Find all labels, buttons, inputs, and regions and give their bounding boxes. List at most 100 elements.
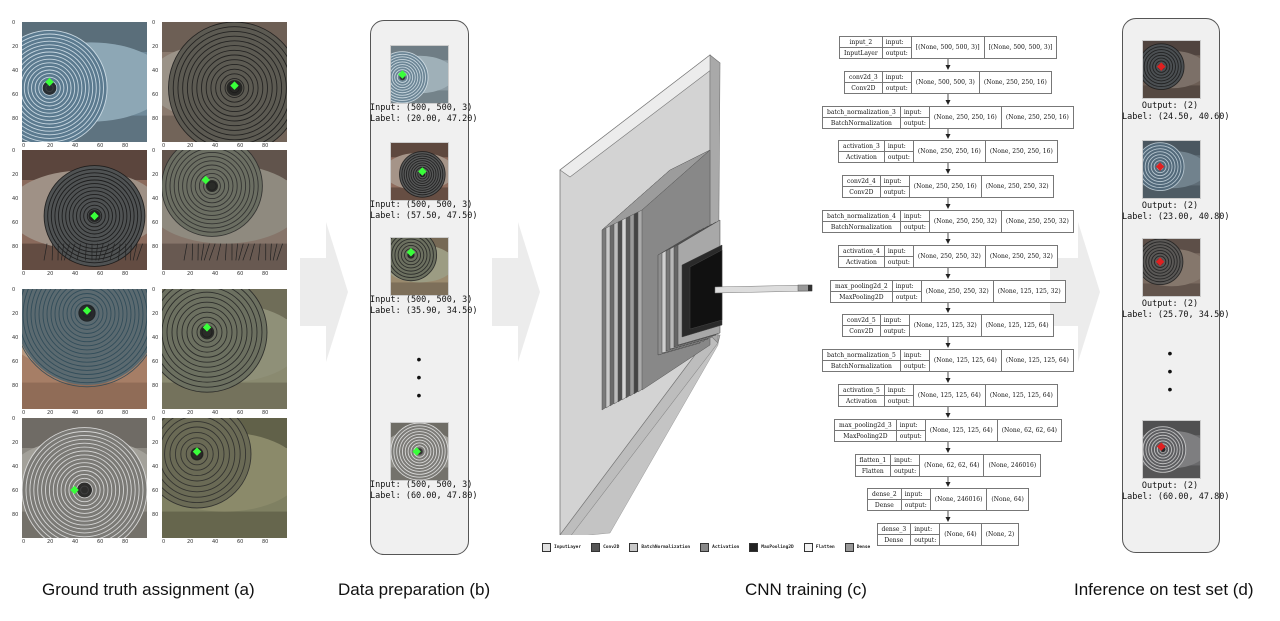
axis-tick-label: 0 <box>12 416 16 422</box>
legend-label: BatchNormalization <box>641 545 691 550</box>
connector-arrowhead <box>945 274 951 279</box>
inference-output-shape: Output: (2) <box>1141 481 1199 491</box>
connector-arrowhead <box>945 134 951 139</box>
axis-tick-label: 0 <box>162 271 166 277</box>
axis-tick-label: 40 <box>212 539 219 545</box>
layer-input-shape: (None, 64) <box>940 524 982 545</box>
prep-eye-thumbnail <box>390 45 449 104</box>
layer-output-shape: (None, 250, 250, 16) <box>989 148 1053 155</box>
prep-label: Label: (60.00, 47.80) <box>370 491 478 501</box>
layer-input-shape: (None, 62, 62, 64) <box>920 455 985 476</box>
layer-input-shape: (None, 246016) <box>931 489 988 510</box>
io-labels-cell: input:output: <box>911 524 941 545</box>
legend-entry: BatchNormalization <box>629 543 690 552</box>
io-output-label: output: <box>903 223 926 231</box>
io-labels-cell: input:output: <box>884 385 914 406</box>
axis-tick-label: 20 <box>187 271 194 277</box>
layer-output-shape: (None, 250, 250, 16) <box>1005 114 1069 121</box>
legend-label: MaxPooling2D <box>761 545 794 550</box>
io-labels-cell: input:output: <box>896 420 926 441</box>
layer-output-shape: (None, 2) <box>985 531 1015 538</box>
io-input-label: input: <box>884 141 913 152</box>
layer-type: MaxPooling2D <box>843 432 888 440</box>
layer-name: activation_5 <box>839 385 884 396</box>
io-labels-cell: input:output: <box>884 246 914 267</box>
layer-type: Conv2D <box>851 84 876 92</box>
axis-tick-label: 60 <box>152 359 159 365</box>
arrow-a-to-b <box>300 222 348 362</box>
ground-truth-eye-image <box>162 22 287 142</box>
io-labels-cell: input:output: <box>880 315 910 336</box>
axis-tick-label: 40 <box>72 271 79 277</box>
ellipsis-dot: • <box>416 351 422 367</box>
axis-tick-label: 80 <box>12 244 19 250</box>
io-labels-cell: input:output: <box>891 455 921 476</box>
connector-arrowhead <box>945 204 951 209</box>
layer-type: Conv2D <box>849 327 874 335</box>
io-labels-cell: input:output: <box>892 281 922 302</box>
connector-arrowhead <box>945 413 951 418</box>
ground-truth-eye-image <box>22 418 147 538</box>
io-input-label: input: <box>901 489 930 500</box>
connector-arrowhead <box>945 308 951 313</box>
axis-tick-label: 0 <box>162 143 166 149</box>
axis-tick-label: 80 <box>262 143 269 149</box>
layer-input-shape: (None, 250, 250, 32) <box>930 211 1002 232</box>
io-labels-cell: input:output: <box>900 211 930 232</box>
ground-truth-eye-image <box>22 150 147 270</box>
connector-arrowhead <box>945 448 951 453</box>
layer-input-shape: (None, 250, 250, 16) <box>930 107 1002 128</box>
axis-tick-label: 40 <box>12 335 19 341</box>
connector-arrowhead <box>945 169 951 174</box>
layer-type: Flatten <box>861 467 884 475</box>
io-labels-cell: input:output: <box>882 72 912 93</box>
axis-tick-label: 60 <box>97 410 104 416</box>
axis-tick-label: 60 <box>12 220 19 226</box>
legend-entry: InputLayer <box>542 543 581 552</box>
axis-tick-label: 60 <box>97 143 104 149</box>
prep-input-shape: Input: (500, 500, 3) <box>370 103 473 113</box>
layer-type: MaxPooling2D <box>839 293 884 301</box>
axis-tick-label: 0 <box>152 416 156 422</box>
layer-name: conv2d_3 <box>845 72 882 83</box>
ground-truth-eye-image <box>22 289 147 409</box>
axis-tick-label: 20 <box>12 44 19 50</box>
ground-truth-eye-image <box>162 150 287 270</box>
axis-tick-label: 40 <box>152 68 159 74</box>
layer-input-shape: (None, 125, 125, 64) <box>914 385 986 406</box>
legend-entry: Activation <box>700 543 739 552</box>
axis-tick-label: 0 <box>152 148 156 154</box>
layer-name: batch_normalization_5 <box>823 350 900 361</box>
io-input-label: input: <box>896 420 925 431</box>
inference-eye-thumbnail <box>1142 420 1201 479</box>
io-input-label: input: <box>884 246 913 257</box>
layer-output-shape: (None, 125, 125, 32) <box>997 288 1061 295</box>
axis-tick-label: 80 <box>122 539 129 545</box>
legend-label: Activation <box>712 545 740 550</box>
axis-tick-label: 40 <box>12 196 19 202</box>
inference-output-shape: Output: (2) <box>1141 299 1199 309</box>
axis-tick-label: 60 <box>12 488 19 494</box>
layer-output-shape: (None, 125, 125, 64) <box>1005 357 1069 364</box>
axis-tick-label: 80 <box>262 271 269 277</box>
axis-tick-label: 40 <box>212 410 219 416</box>
ellipsis-dot: • <box>416 369 422 385</box>
layer-output-shape: (None, 125, 125, 64) <box>985 322 1049 329</box>
axis-tick-label: 60 <box>97 271 104 277</box>
layer-output-shape: (None, 246016) <box>988 462 1037 469</box>
axis-tick-label: 80 <box>122 143 129 149</box>
axis-tick-label: 0 <box>12 20 16 26</box>
layer-type: Activation <box>846 153 877 161</box>
axis-tick-label: 80 <box>122 271 129 277</box>
ellipsis-dot: • <box>1167 345 1173 361</box>
